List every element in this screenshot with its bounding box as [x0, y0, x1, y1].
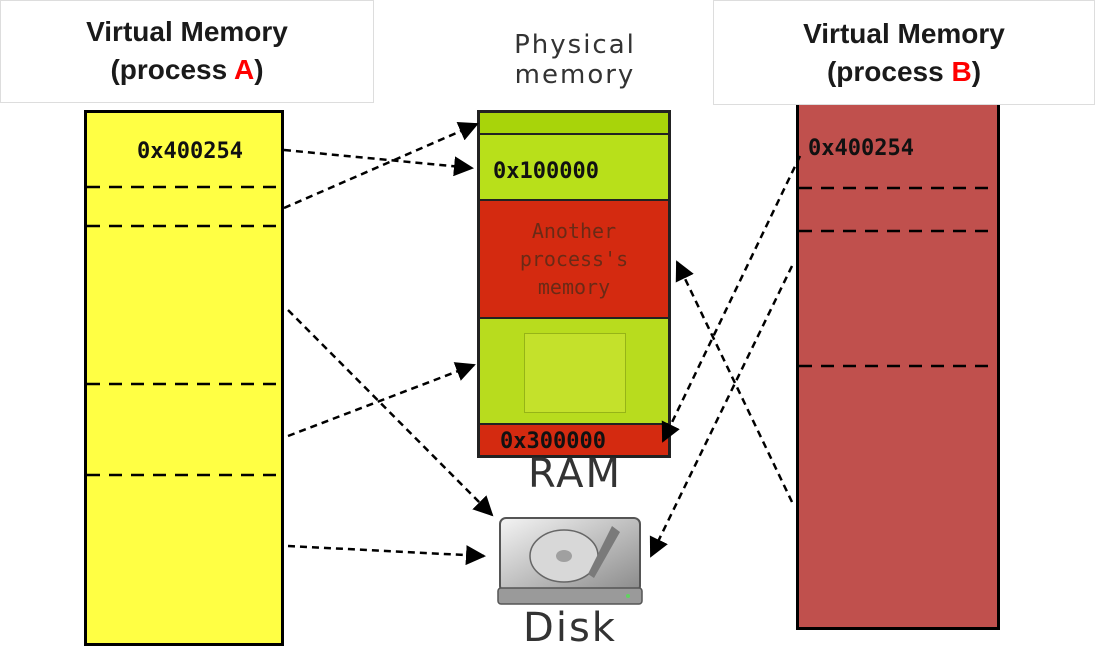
ram-segment-bottom: [480, 425, 668, 455]
process-b-title: Virtual Memory: [803, 18, 1005, 49]
ram-chip-decoration: [524, 333, 626, 413]
process-b-address: 0x400254: [808, 136, 914, 161]
arrow-b-to-other-process: [675, 260, 794, 503]
arrow-a-to-ram-first: [283, 122, 479, 210]
process-b-subtitle-prefix: (process: [826, 56, 952, 87]
process-a-letter: A: [233, 54, 255, 85]
arrow-a-to-disk: [287, 309, 494, 517]
ram-module: Another process's memory: [477, 110, 671, 458]
process-a-subtitle-prefix: (process: [110, 54, 234, 85]
arrow-a-to-disk-2: [287, 544, 486, 566]
arrow-b-to-disk: [649, 265, 794, 558]
physical-memory-title-line2: memory: [514, 60, 636, 90]
arrow-a-to-ram-top: [283, 148, 474, 177]
ram-address-bottom: 0x300000: [500, 429, 606, 454]
ram-other-line2: process's: [519, 247, 629, 271]
ram-other-line1: Another: [531, 219, 617, 243]
process-b-subtitle: (process B): [714, 53, 1094, 91]
process-b-title-box: Virtual Memory (process B): [713, 0, 1095, 105]
process-a-address: 0x400254: [137, 139, 243, 164]
ram-other-line3: memory: [537, 275, 611, 299]
process-b-letter: B: [951, 56, 972, 87]
ram-segment-process-a-page: [480, 135, 668, 201]
process-b-memory-column: [796, 100, 1000, 630]
process-a-memory-column: [84, 110, 284, 646]
process-b-subtitle-suffix: ): [971, 56, 982, 87]
arrow-a-to-ram-lower: [287, 362, 476, 438]
ram-segment-other-process: Another process's memory: [480, 201, 668, 319]
ram-segment-top: [480, 113, 668, 135]
ram-other-process-label: Another process's memory: [480, 217, 668, 301]
ram-label: RAM: [527, 451, 623, 497]
process-a-subtitle-suffix: ): [254, 54, 264, 85]
process-a-title: Virtual Memory: [86, 16, 288, 47]
process-a-title-box: Virtual Memory (process A): [0, 0, 374, 103]
physical-memory-title-line1: Physical: [514, 30, 636, 60]
ram-segment-lower: [480, 319, 668, 425]
ram-address-top: 0x100000: [493, 159, 599, 184]
physical-memory-title: Physical memory: [470, 30, 680, 90]
disk-drive-icon: [494, 516, 648, 608]
disk-label: Disk: [523, 605, 617, 651]
process-a-subtitle: (process A): [1, 51, 373, 89]
arrow-b-to-ram-bottom: [661, 155, 802, 443]
